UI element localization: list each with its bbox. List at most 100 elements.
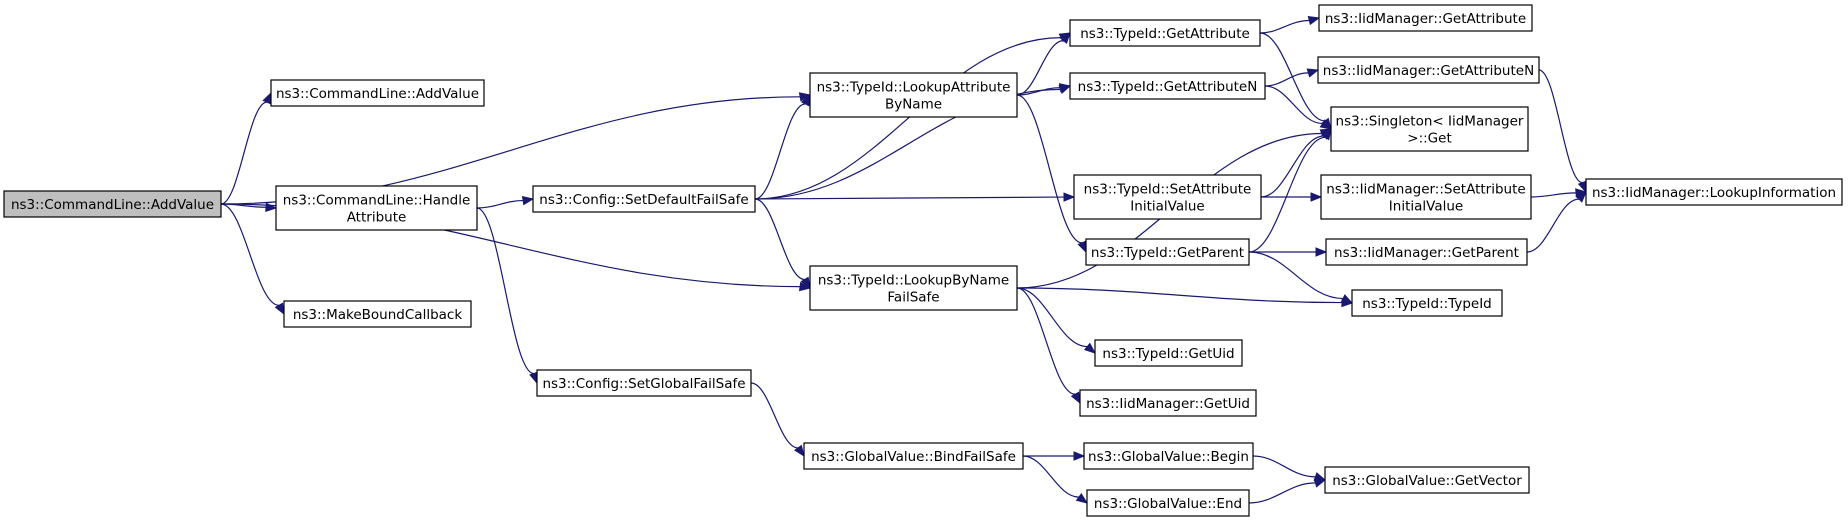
edge-iidgetparent-to-lookupinfo xyxy=(1526,198,1580,253)
edge-setdefault-to-lookupbyname xyxy=(754,198,805,281)
arrowhead xyxy=(521,195,535,206)
arrowhead xyxy=(1310,192,1323,202)
node-typeidctor[interactable]: ns3::TypeId::TypeId xyxy=(1351,289,1503,317)
node-iidgetparent[interactable]: ns3::IidManager::GetParent xyxy=(1325,238,1528,266)
edge-handleattr-to-setdefault xyxy=(476,199,524,209)
node-getuid[interactable]: ns3::TypeId::GetUid xyxy=(1094,339,1243,367)
edge-lookupbyname-to-typeidctor xyxy=(1016,287,1343,304)
edge-gvbegin-to-getvector xyxy=(1252,455,1316,478)
edge-iidsetattrinit-to-lookupinfo xyxy=(1530,192,1577,198)
node-box xyxy=(1094,339,1243,367)
edge-handleattr-to-setglobal xyxy=(476,207,534,375)
arrowhead xyxy=(1307,15,1321,26)
node-label: >::Get xyxy=(1407,131,1451,147)
node-box xyxy=(275,185,478,231)
node-addvalue2[interactable]: ns3::CommandLine::AddValue xyxy=(270,79,485,107)
arrowhead xyxy=(1319,119,1333,130)
edge-getattributen-to-singleton xyxy=(1264,85,1323,125)
node-label: ns3::MakeBoundCallback xyxy=(293,307,463,323)
edge-iidgetattrn-to-lookupinfo xyxy=(1538,69,1583,184)
node-box xyxy=(803,442,1024,470)
node-box xyxy=(1351,289,1503,317)
node-box xyxy=(1317,56,1540,84)
node-label: ns3::TypeId::SetAttribute xyxy=(1084,182,1252,198)
node-label: ns3::GlobalValue::Begin xyxy=(1088,449,1249,465)
arrowhead xyxy=(1575,191,1587,203)
edge-lookupattr-to-getattribute xyxy=(1016,40,1064,96)
node-label: ns3::IidManager::GetUid xyxy=(1086,396,1250,412)
edge-setattrinit-to-singleton xyxy=(1260,135,1324,198)
edge-getattribute-to-iidgetattr xyxy=(1259,19,1310,34)
arrowhead xyxy=(274,302,285,316)
node-box xyxy=(1069,19,1261,47)
node-label: ns3::IidManager::GetAttributeN xyxy=(1323,63,1534,79)
node-label: ns3::CommandLine::Handle xyxy=(283,193,471,209)
edge-setglobal-to-bindfailsafe xyxy=(750,382,799,449)
node-box xyxy=(1320,174,1532,220)
node-getattribute[interactable]: ns3::TypeId::GetAttribute xyxy=(1069,19,1261,47)
node-label: ns3::TypeId::LookupByName xyxy=(818,273,1009,289)
node-box xyxy=(1324,466,1530,494)
node-box xyxy=(1079,389,1257,417)
arrowhead xyxy=(1083,342,1097,354)
edge-setdefault-to-lookupattr xyxy=(754,103,806,200)
node-box xyxy=(532,185,756,213)
node-box xyxy=(809,72,1018,118)
node-label: ns3::TypeId::GetUid xyxy=(1102,346,1234,362)
node-setdefault[interactable]: ns3::Config::SetDefaultFailSafe xyxy=(532,185,756,213)
node-getparent[interactable]: ns3::TypeId::GetParent xyxy=(1085,238,1250,266)
node-singleton[interactable]: ns3::Singleton< IidManager>::Get xyxy=(1330,106,1529,152)
edge-getparent-to-singleton xyxy=(1248,136,1326,253)
node-getattributen[interactable]: ns3::TypeId::GetAttributeN xyxy=(1069,72,1266,100)
nodes-layer: ns3::CommandLine::AddValuens3::CommandLi… xyxy=(3,4,1843,517)
edge-root-to-addvalue2 xyxy=(220,101,268,205)
node-label: ns3::Singleton< IidManager xyxy=(1336,114,1524,130)
node-root[interactable]: ns3::CommandLine::AddValue xyxy=(3,190,222,218)
node-label: ns3::IidManager::SetAttribute xyxy=(1326,182,1525,198)
node-iidgetattrn[interactable]: ns3::IidManager::GetAttributeN xyxy=(1317,56,1540,84)
arrowhead xyxy=(1313,478,1327,488)
node-label: ns3::GlobalValue::End xyxy=(1094,496,1242,512)
node-iidgetuid[interactable]: ns3::IidManager::GetUid xyxy=(1079,389,1257,417)
edge-lookupbyname-to-iidgetuid xyxy=(1016,287,1076,395)
node-label: ByName xyxy=(885,97,942,113)
arrowhead xyxy=(798,281,812,292)
node-label: InitialValue xyxy=(1389,199,1463,215)
edge-lookupbyname-to-getuid xyxy=(1016,287,1088,348)
arrowhead xyxy=(793,444,805,458)
node-getvector[interactable]: ns3::GlobalValue::GetVector xyxy=(1324,466,1530,494)
arrowhead xyxy=(1063,192,1076,202)
node-label: ns3::IidManager::GetAttribute xyxy=(1325,11,1526,27)
edge-lookupattr-to-getparent xyxy=(1016,94,1083,244)
node-label: ns3::GlobalValue::GetVector xyxy=(1332,473,1522,489)
edge-getattributen-to-iidgetattrn xyxy=(1264,72,1309,87)
node-box xyxy=(1325,238,1528,266)
node-label: ns3::TypeId::GetAttribute xyxy=(1080,26,1250,42)
node-label: ns3::TypeId::GetAttributeN xyxy=(1078,79,1258,95)
node-makebound[interactable]: ns3::MakeBoundCallback xyxy=(283,300,472,328)
node-gvend[interactable]: ns3::GlobalValue::End xyxy=(1086,489,1250,517)
node-label: InitialValue xyxy=(1130,199,1204,215)
node-iidgetattr[interactable]: ns3::IidManager::GetAttribute xyxy=(1318,4,1533,32)
node-lookupinfo[interactable]: ns3::IidManager::LookupInformation xyxy=(1585,178,1843,206)
edge-root-to-makebound xyxy=(220,203,280,306)
node-setglobal[interactable]: ns3::Config::SetGlobalFailSafe xyxy=(536,369,752,397)
node-box xyxy=(809,265,1018,311)
node-iidsetattrinit[interactable]: ns3::IidManager::SetAttributeInitialValu… xyxy=(1320,174,1532,220)
node-bindfailsafe[interactable]: ns3::GlobalValue::BindFailSafe xyxy=(803,442,1024,470)
node-box xyxy=(1330,106,1529,152)
node-box xyxy=(1085,238,1250,266)
edge-getparent-to-typeidctor xyxy=(1248,251,1344,300)
node-gvbegin[interactable]: ns3::GlobalValue::Begin xyxy=(1083,442,1254,470)
node-box xyxy=(1585,178,1843,206)
node-box xyxy=(270,79,485,107)
arrowhead xyxy=(1340,294,1354,304)
edge-setdefault-to-setattrinit xyxy=(754,196,1065,200)
node-box xyxy=(1073,174,1262,220)
node-label: ns3::IidManager::GetParent xyxy=(1334,245,1519,261)
